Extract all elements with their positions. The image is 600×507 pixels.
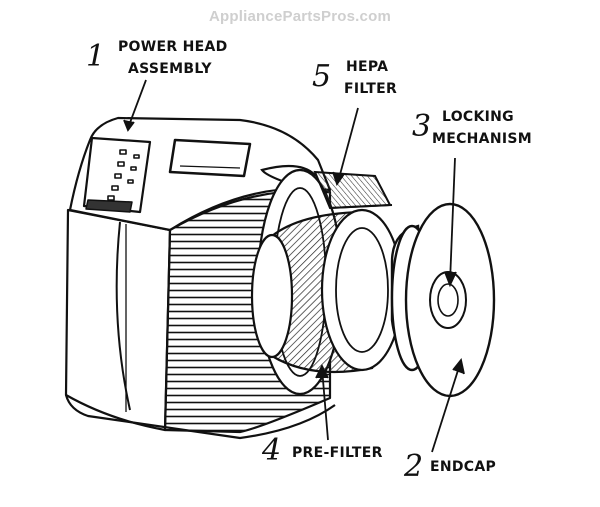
- arrow-3: [449, 157, 456, 283]
- callout-1-label-line-1: POWER HEAD: [118, 39, 228, 55]
- arrow-5: [337, 107, 359, 183]
- arrow-1: [127, 79, 147, 129]
- callout-1-number: 1: [86, 39, 106, 74]
- callout-2-label: ENDCAP: [430, 459, 497, 475]
- hepa-filter: [313, 170, 393, 210]
- callout-5-label-line-2: FILTER: [344, 81, 398, 97]
- callout-4-label: PRE-FILTER: [292, 445, 383, 461]
- callout-5-label-line-1: HEPA: [346, 59, 389, 75]
- watermark: AppliancePartsPros.com: [209, 8, 391, 25]
- arrow-2: [431, 363, 461, 453]
- callout-3-label-line-2: MECHANISM: [432, 131, 532, 147]
- leader-lines: [123, 79, 465, 453]
- control-buttons: [107, 149, 140, 201]
- pre-filter: [250, 208, 404, 374]
- callout-3-number: 3: [412, 109, 432, 144]
- callout-5-number: 5: [312, 59, 332, 94]
- callout-4-number: 4: [262, 433, 282, 468]
- callout-3-label-line-1: LOCKING: [442, 109, 514, 125]
- callout-1-label-line-2: ASSEMBLY: [128, 61, 212, 77]
- callout-2-number: 2: [404, 449, 424, 484]
- arrow-4: [321, 367, 329, 441]
- endcap: [390, 202, 496, 398]
